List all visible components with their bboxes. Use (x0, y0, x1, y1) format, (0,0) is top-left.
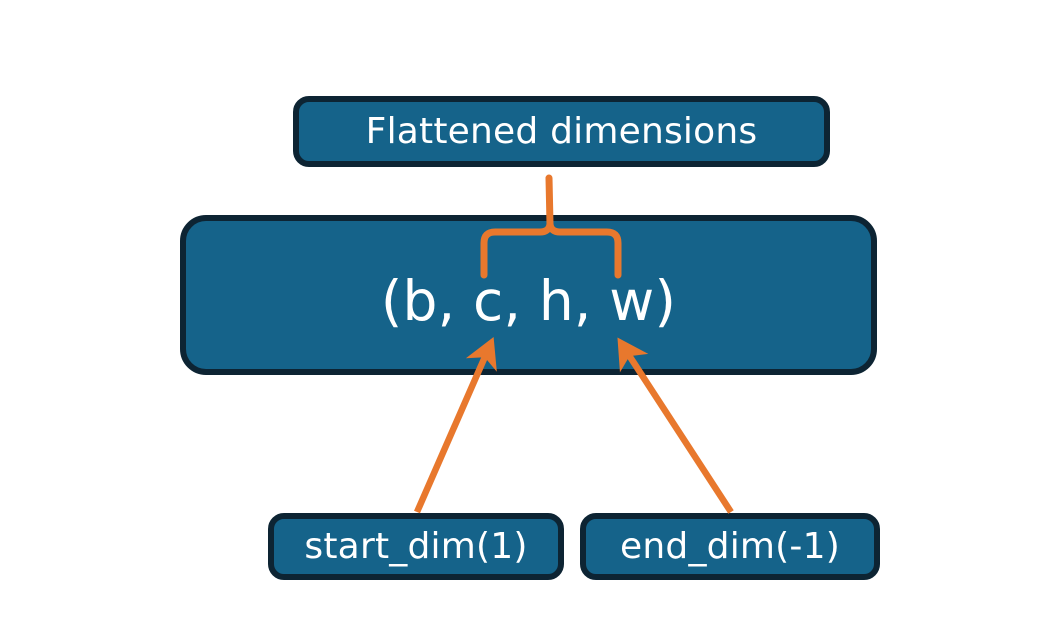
tensor-shape-label: (b, c, h, w) (380, 269, 677, 333)
end-dim-label: end_dim(-1) (620, 526, 840, 567)
start-dim-label: start_dim(1) (304, 526, 528, 567)
flattened-dimensions-box[interactable]: Flattened dimensions (293, 96, 830, 167)
flattened-dimensions-label: Flattened dimensions (365, 111, 758, 152)
tensor-shape-box[interactable]: (b, c, h, w) (180, 215, 877, 375)
start-dim-box[interactable]: start_dim(1) (268, 513, 564, 580)
end-dim-box[interactable]: end_dim(-1) (580, 513, 880, 580)
